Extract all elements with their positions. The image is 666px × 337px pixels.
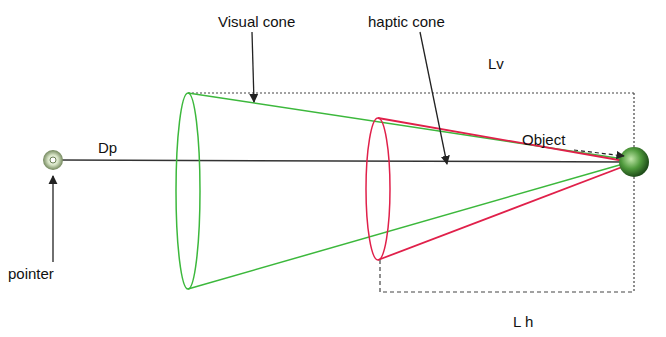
leader-arrow: [420, 32, 447, 164]
dp-axis-line: [60, 160, 628, 162]
lh-dimension-line: [380, 260, 634, 292]
leader-arrow: [574, 150, 624, 156]
haptic-cone-edge: [378, 118, 630, 162]
leader-arrow: [252, 32, 254, 102]
haptic-cone-base: [366, 118, 390, 260]
visual-cone-edge: [188, 162, 630, 289]
dimension-label: Dp: [98, 140, 117, 157]
cone-label: haptic cone: [368, 14, 445, 31]
leader-arrow: [52, 176, 53, 262]
visual-cone-base: [176, 93, 200, 289]
dimension-label: L h: [513, 314, 533, 331]
object-label: Object: [522, 132, 565, 149]
lv-dimension-line: [188, 92, 634, 93]
pointer-sphere: [43, 150, 63, 170]
dimension-vertical: [633, 93, 634, 292]
pointer-center: [50, 157, 56, 163]
haptic-cone-edge: [378, 164, 630, 260]
cone-label: Visual cone: [218, 14, 295, 31]
pointer-label: pointer: [8, 266, 54, 283]
object-sphere: [619, 147, 649, 177]
dimension-label: Lv: [488, 56, 504, 73]
